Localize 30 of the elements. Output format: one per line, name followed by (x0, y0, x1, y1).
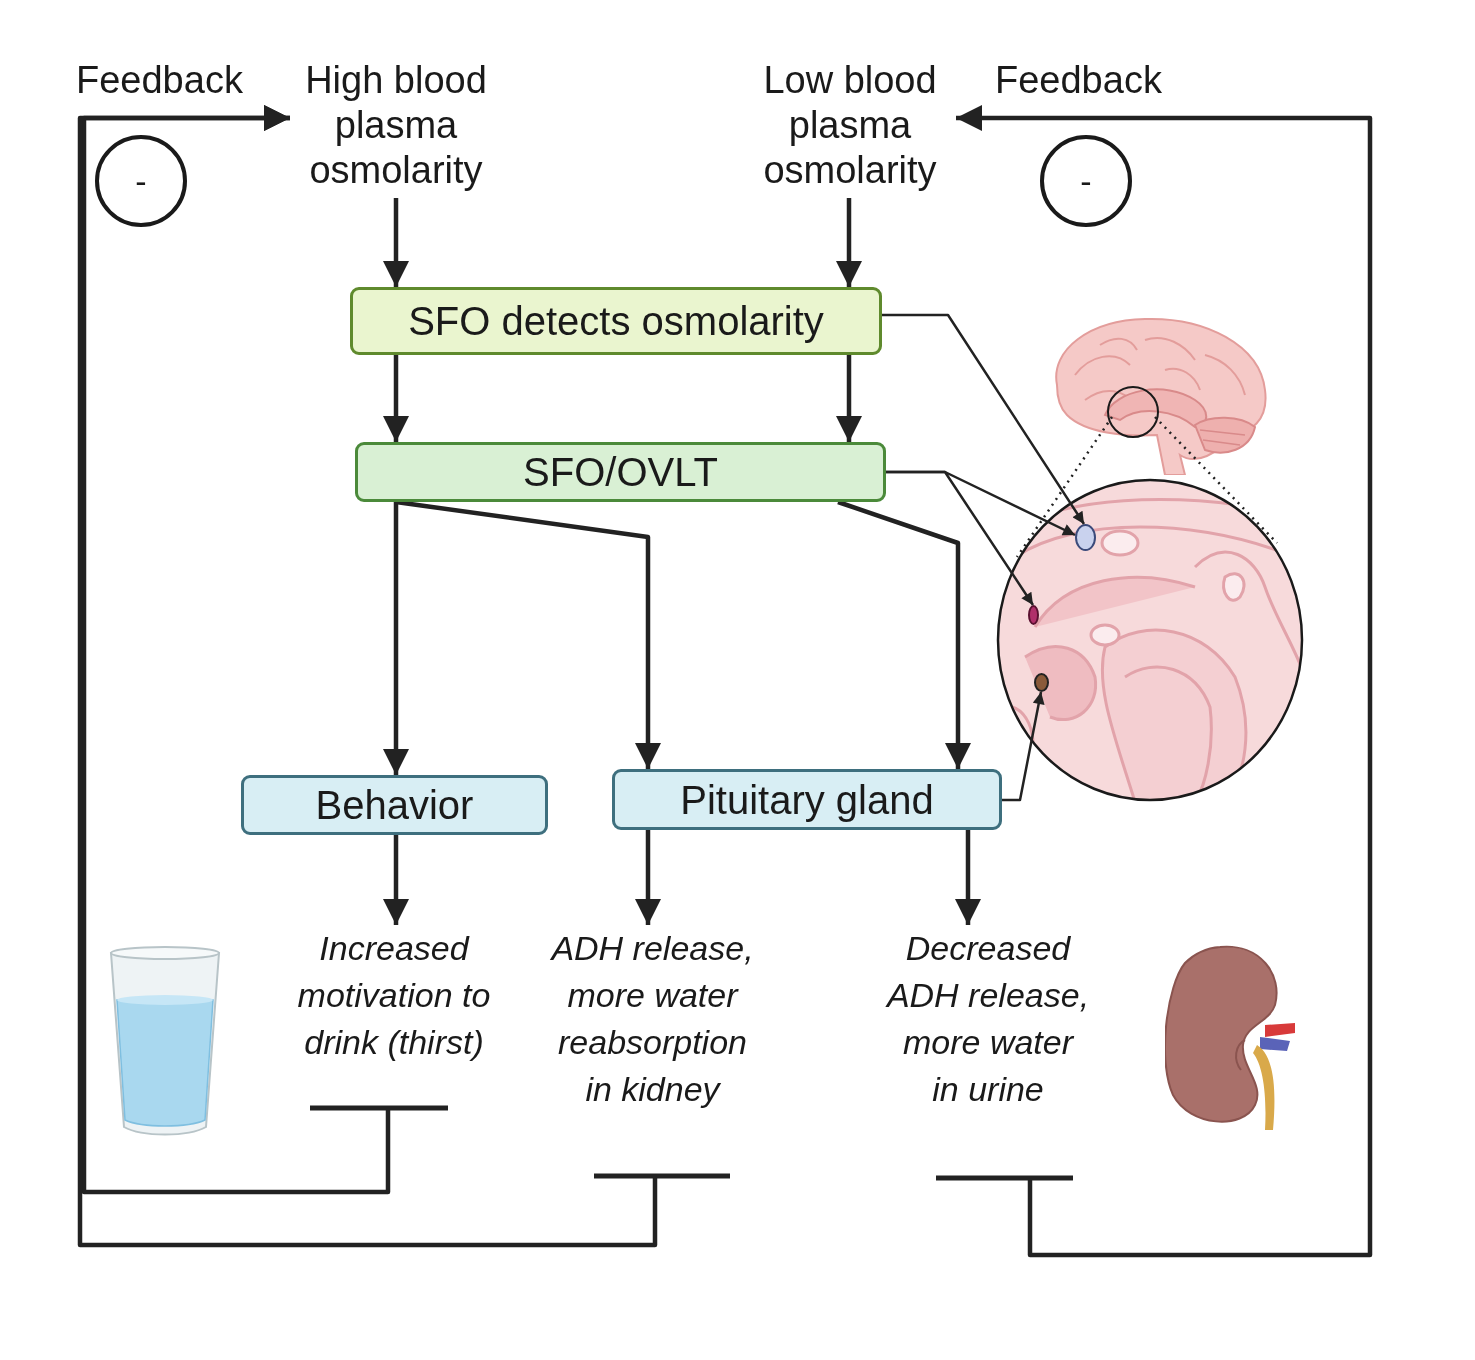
arrow (383, 502, 409, 775)
arrow (837, 499, 971, 769)
process-box: Behavior (241, 775, 548, 835)
arrow (383, 198, 409, 287)
outcome-text: Decreased ADH release, more water in urine (886, 928, 1090, 1110)
feedback-label: Feedback (76, 60, 243, 102)
zoom-guide-line (1015, 415, 1279, 559)
process-box: Pituitary gland (612, 769, 1002, 830)
arrow (836, 198, 862, 287)
outcome-text: Increased motivation to drink (thirst) (296, 928, 492, 1063)
feedback-label: Feedback (995, 60, 1162, 102)
highlighted-region-marker (1028, 605, 1039, 625)
process-box: SFO/OVLT (355, 442, 886, 502)
arrow (955, 830, 981, 925)
arrow (635, 830, 661, 925)
arrow (882, 313, 1086, 525)
arrow (383, 355, 409, 442)
arrow (956, 105, 1373, 1258)
arrow (77, 105, 658, 1248)
negative-feedback-circle: - (95, 135, 187, 227)
arrow (1002, 691, 1045, 802)
arrow (836, 355, 862, 442)
stimulus-text: Low blood plasma osmolarity (762, 58, 938, 193)
stimulus-text: High blood plasma osmolarity (304, 58, 488, 193)
arrow (395, 499, 661, 769)
arrow (383, 835, 409, 925)
outcome-text: ADH release, more water reabsorption in kidney (549, 928, 755, 1110)
negative-feedback-circle: - (1040, 135, 1132, 227)
process-box: SFO detects osmolarity (350, 287, 882, 355)
arrow (886, 470, 1035, 606)
